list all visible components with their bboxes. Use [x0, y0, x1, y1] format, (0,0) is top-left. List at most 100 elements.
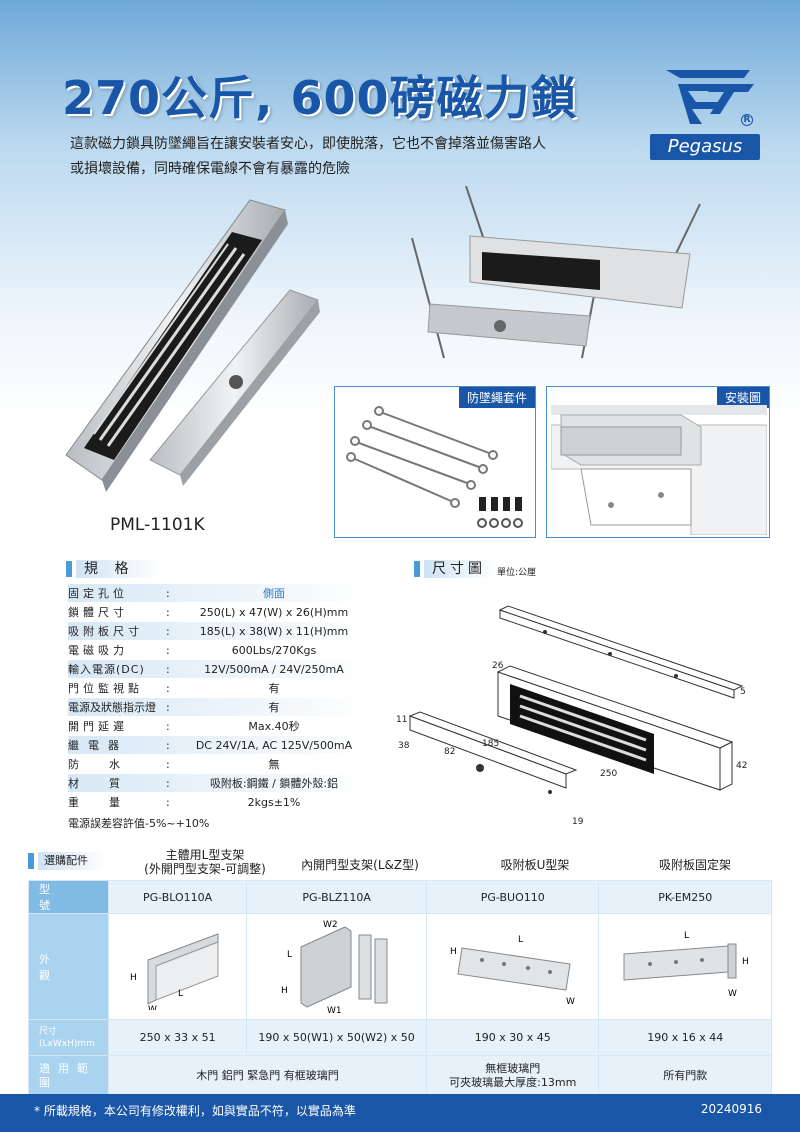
lz-bracket-image: L H W2 W1 — [281, 920, 388, 1016]
option-model: PG-BLO110A — [107, 880, 248, 914]
row-label-size: 尺寸 (LxWxH)mm — [28, 1019, 109, 1056]
spec-key: 繼電器 — [68, 739, 128, 752]
option-image-cell: H L W — [426, 913, 600, 1020]
footer-date: 20240916 — [700, 1102, 762, 1116]
installation-photo: 安裝圖 — [546, 386, 770, 538]
dim-label: 19 — [572, 817, 584, 827]
spec-key: 吸附板尺寸 — [68, 625, 143, 638]
row-label-model: 型號 — [28, 880, 109, 914]
dimension-unit: 單位:公厘 — [497, 568, 537, 578]
spec-row: 鎖體尺寸:250(L) x 47(W) x 26(H)mm — [68, 603, 366, 622]
spec-key: 開門延遲 — [68, 720, 128, 733]
spec-value: 有 — [268, 682, 280, 695]
heading-bar — [414, 561, 420, 577]
spec-value: 無 — [268, 758, 280, 771]
fig-label: H — [130, 973, 137, 983]
fig-label: L — [178, 989, 183, 999]
spec-row: 電源及狀態指示燈:有 — [68, 698, 366, 717]
plate-holder-image: L H W — [623, 931, 749, 999]
dim-label: 26 — [492, 661, 504, 671]
option-size: 190 x 30 x 45 — [426, 1019, 600, 1056]
spec-key: 門位監視點 — [68, 682, 143, 695]
dimension-drawing: 26 5 11 38 82 185 250 42 19 — [396, 605, 747, 827]
dim-label: 42 — [736, 761, 747, 771]
dim-label: 185 — [482, 739, 499, 749]
fig-label: L — [684, 931, 689, 941]
option-image-cell: L H W2 W1 — [246, 913, 428, 1020]
installation-image — [551, 405, 767, 535]
lanyard-kit-image — [346, 406, 523, 528]
page-title: 270公斤, 600磅磁力鎖 — [62, 71, 578, 125]
spec-row: 防水:無 — [68, 755, 366, 774]
option-size: 250 x 33 x 51 — [107, 1019, 248, 1056]
spec-note: 電源誤差容許值-5%~+10% — [68, 817, 210, 830]
maglock-product-image — [65, 199, 320, 492]
intro-line: 或損壞設備，同時確保電線不會有暴露的危險 — [70, 161, 350, 177]
model-number: PML-1101K — [110, 515, 205, 535]
u-bracket-image: H L W — [450, 935, 575, 1007]
spec-value: 側面 — [263, 587, 285, 600]
spec-value: 600Lbs/270Kgs — [231, 644, 317, 657]
spec-key: 重量 — [68, 796, 150, 809]
row-label-look: 外觀 — [28, 913, 109, 1020]
option-use: 木門 鋁門 緊急門 有框玻璃門 — [107, 1055, 428, 1096]
footer-disclaimer: * 所載規格，本公司有修改權利，如與實品不符，以實品為準 — [34, 1104, 356, 1118]
dim-label: 11 — [396, 715, 407, 725]
registered-mark: R — [741, 114, 753, 126]
intro-text: 這款磁力鎖具防墜繩旨在讓安裝者安心，即使脫落，它也不會掉落並傷害路人 或損壞設備… — [70, 132, 630, 182]
fig-label: L — [287, 950, 292, 960]
spec-key: 鎖體尺寸 — [68, 606, 128, 619]
option-model: PG-BLZ110A — [246, 880, 428, 914]
dim-label: 82 — [444, 747, 455, 757]
spec-value: 12V/500mA / 24V/250mA — [204, 663, 344, 676]
heading-bar — [28, 853, 34, 869]
spec-row: 重量:2kgs±1% — [68, 793, 366, 812]
fig-label: L — [518, 935, 523, 945]
spec-value: 有 — [268, 701, 280, 714]
spec-value: 吸附板:鋼鐵 / 鎖體外殼:鋁 — [209, 777, 339, 790]
footer: * 所載規格，本公司有修改權利，如與實品不符，以實品為準 20240916 — [0, 1094, 800, 1132]
spec-key: 固定孔位 — [68, 587, 128, 600]
spec-row: 繼電器:DC 24V/1A, AC 125V/500mA — [68, 736, 366, 755]
spec-key: 電磁吸力 — [68, 644, 128, 657]
brand-name: Pegasus — [650, 134, 760, 160]
spec-value: 185(L) x 38(W) x 11(H)mm — [199, 625, 349, 638]
options-heading-text: 選購配件 — [38, 852, 106, 870]
option-size: 190 x 50(W1) x 50(W2) x 50 — [246, 1019, 428, 1056]
spec-key: 材質 — [68, 777, 150, 790]
fig-label: H — [450, 947, 457, 957]
fig-label: H — [742, 957, 749, 967]
spec-value: 250(L) x 47(W) x 26(H)mm — [199, 606, 349, 619]
spec-key: 輸入電源(DC) — [68, 663, 145, 676]
option-title: 吸附板固定架 — [658, 858, 731, 872]
spec-row: 門位監視點:有 — [68, 679, 366, 698]
spec-key: 電源及狀態指示燈 — [68, 701, 156, 714]
spec-value: Max.40秒 — [248, 720, 300, 733]
option-use: 無框玻璃門 可夾玻璃最大厚度:13mm — [426, 1055, 600, 1096]
option-image-cell: H L W — [107, 913, 248, 1020]
option-use: 所有門款 — [598, 1055, 772, 1096]
fig-label: W — [566, 997, 575, 1007]
heading-bar — [66, 561, 72, 577]
option-title: 主體用L型支架 (外開門型支架-可調整) — [144, 848, 266, 876]
option-title: 吸附板U型架 — [500, 858, 570, 872]
options-table: 型號 PG-BLO110A PG-BLZ110A PG-BUO110 PK-EM… — [28, 880, 772, 1096]
spec-row: 開門延遲:Max.40秒 — [68, 717, 366, 736]
lanyard-kit-photo: 防墜繩套件 — [334, 386, 536, 538]
spec-heading: 規 格 — [66, 560, 161, 578]
installation-tag: 安裝圖 — [716, 387, 769, 408]
dim-label: 250 — [600, 769, 617, 779]
spec-row: 材質:吸附板:鋼鐵 / 鎖體外殼:鋁 — [68, 774, 366, 793]
dim-label: 38 — [398, 741, 410, 751]
l-bracket-image: H L W — [130, 933, 219, 1015]
option-size: 190 x 16 x 44 — [598, 1019, 772, 1056]
option-title: 內開門型支架(L&Z型) — [301, 858, 419, 872]
fig-label: W1 — [327, 1006, 342, 1013]
intro-line: 這款磁力鎖具防墜繩旨在讓安裝者安心，即使脫落，它也不會掉落並傷害路人 — [70, 136, 546, 152]
spec-table: 固定孔位:側面 鎖體尺寸:250(L) x 47(W) x 26(H)mm 吸附… — [68, 584, 366, 812]
spec-key: 防水 — [68, 758, 150, 771]
row-label-use: 適用範圍 — [28, 1055, 109, 1096]
spec-row: 吸附板尺寸:185(L) x 38(W) x 11(H)mm — [68, 622, 366, 641]
spec-row: 電磁吸力:600Lbs/270Kgs — [68, 641, 366, 660]
brand-logo: R Pegasus — [650, 62, 760, 172]
